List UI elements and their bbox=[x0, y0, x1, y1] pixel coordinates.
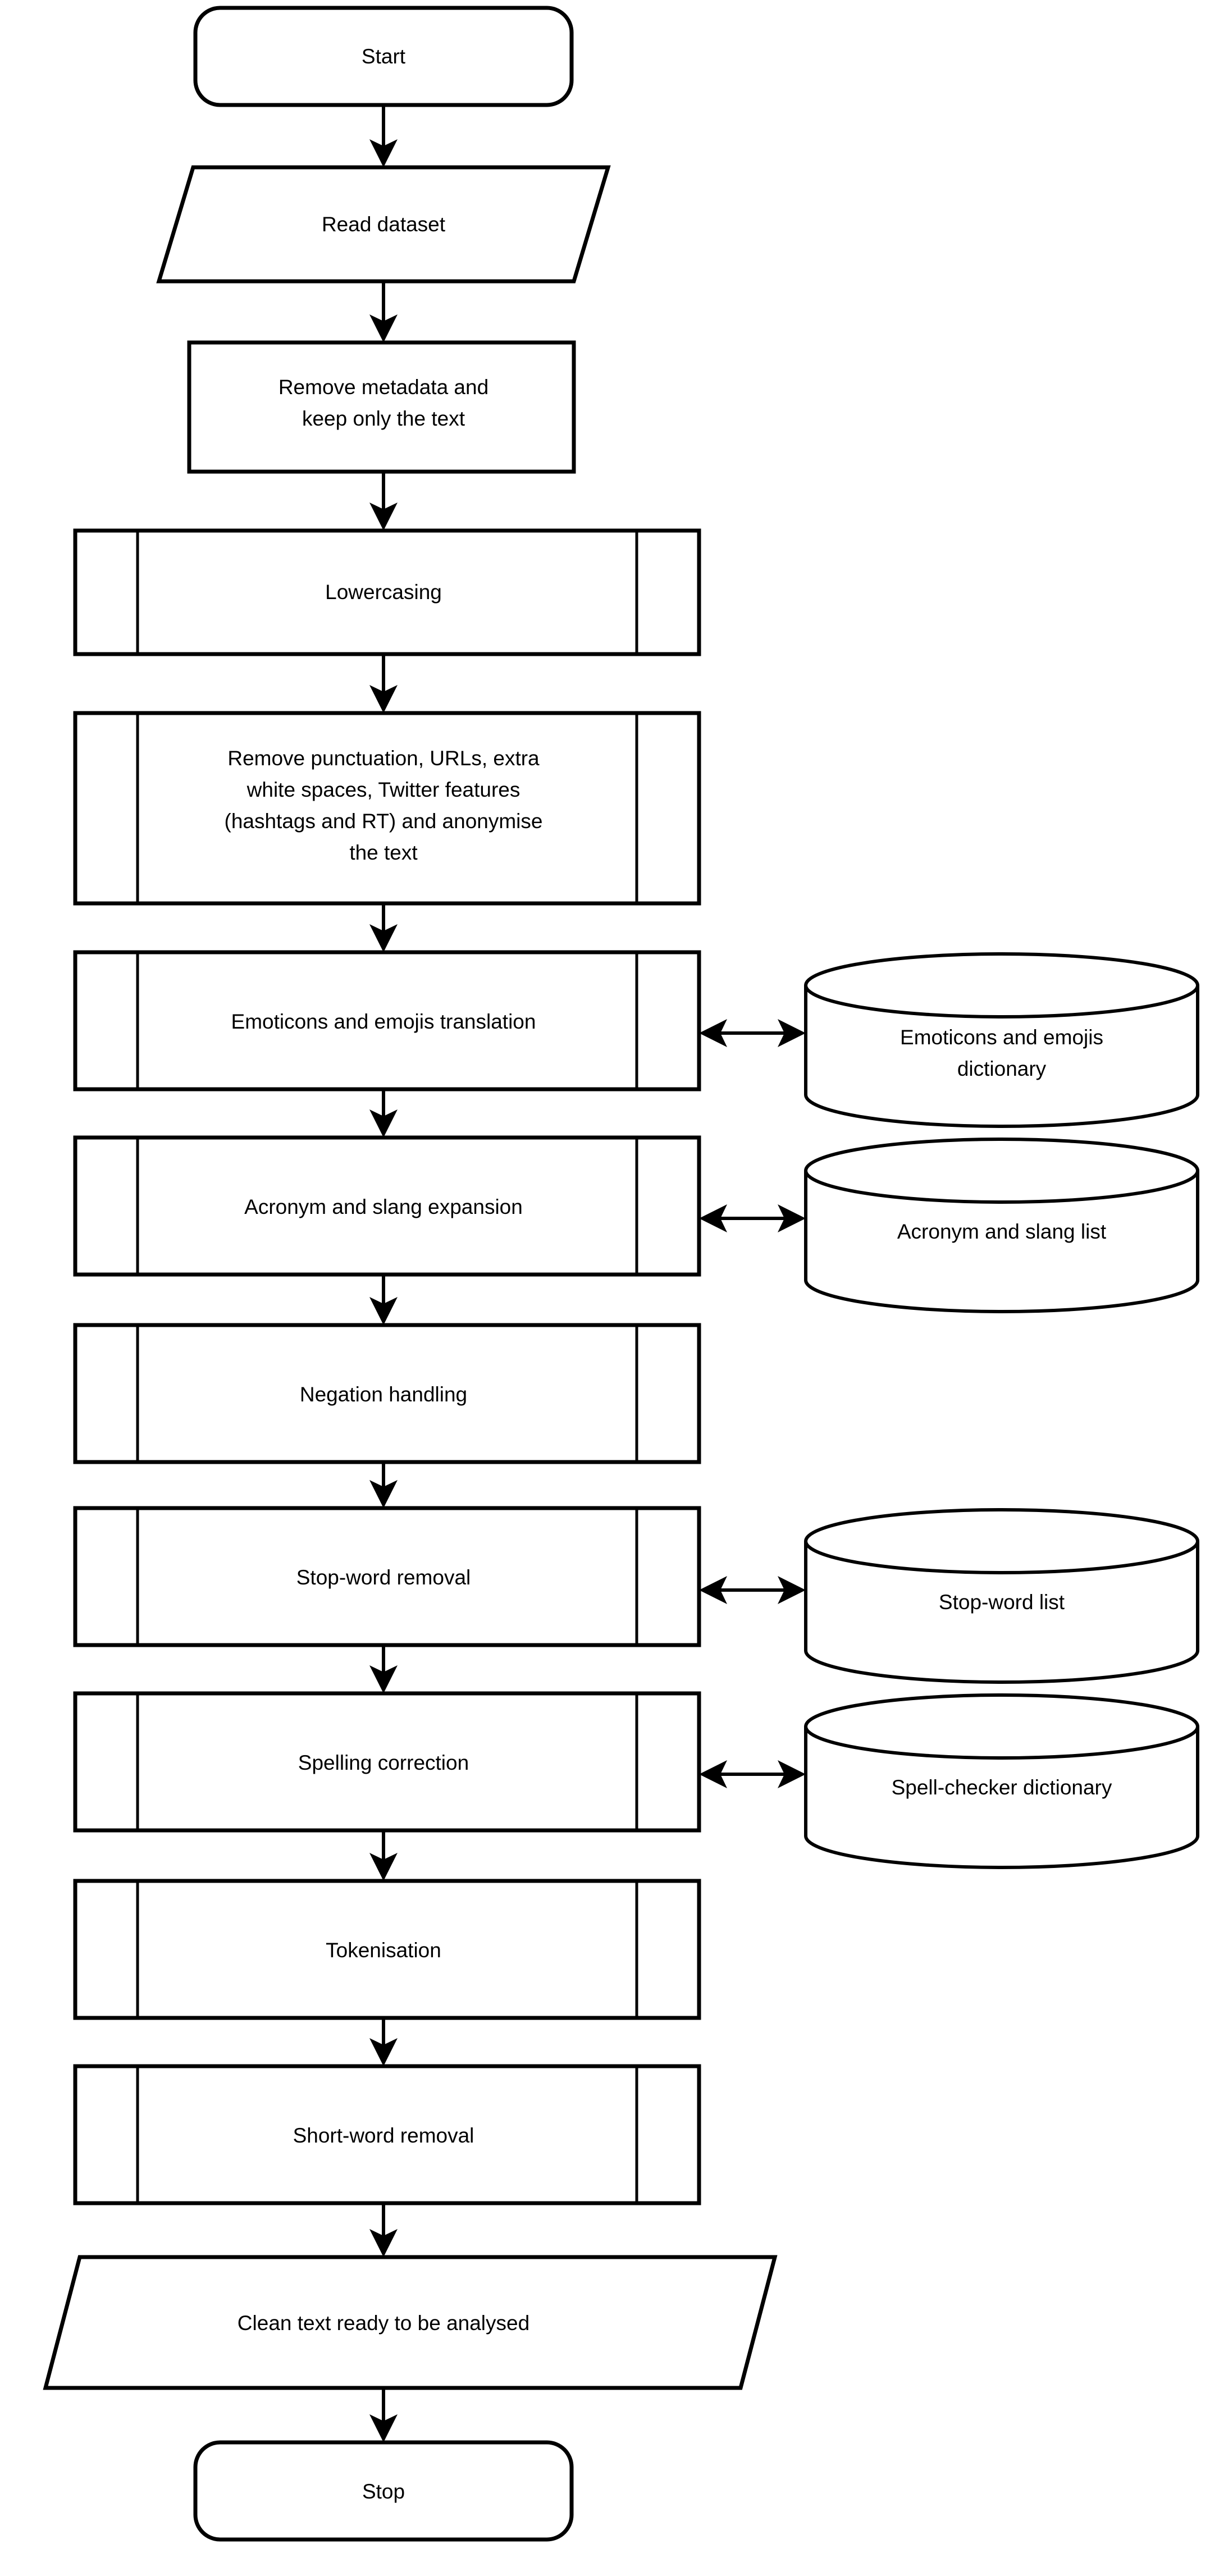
start-label: Start bbox=[362, 45, 406, 68]
emoticon-dictionary-label-line1: Emoticons and emojis bbox=[900, 1026, 1103, 1049]
clean-text-shape bbox=[43, 2255, 778, 2390]
emoticons-shape bbox=[73, 950, 701, 1091]
node-spelling-correction[interactable]: Spelling correction bbox=[73, 1691, 701, 1833]
node-acronym-expansion[interactable]: Acronym and slang expansion bbox=[73, 1135, 701, 1277]
node-stop[interactable]: Stop bbox=[193, 2440, 574, 2542]
emoticon-dictionary-label-line2: dictionary bbox=[957, 1057, 1047, 1080]
node-negation-handling[interactable]: Negation handling bbox=[73, 1323, 701, 1464]
edge-shortword-to-clean-text bbox=[369, 2203, 398, 2257]
spelling-shape bbox=[73, 1691, 701, 1833]
edge-negation-to-stopword bbox=[369, 1462, 398, 1508]
spelling-label: Spelling correction bbox=[298, 1751, 469, 1774]
lowercasing-label: Lowercasing bbox=[325, 581, 442, 604]
edge-remove-metadata-to-lowercasing bbox=[369, 472, 398, 531]
remove-punctuation-label-line2: white spaces, Twitter features bbox=[246, 778, 520, 801]
remove-punctuation-label-line4: the text bbox=[349, 841, 418, 864]
negation-label: Negation handling bbox=[300, 1383, 467, 1406]
datastore-stopword-list[interactable]: Stop-word list bbox=[804, 1508, 1199, 1684]
negation-shape bbox=[73, 1323, 701, 1464]
remove-metadata-shape bbox=[187, 340, 576, 474]
tokenisation-label: Tokenisation bbox=[326, 1939, 441, 1962]
stop-shape bbox=[193, 2440, 574, 2542]
read-dataset-label: Read dataset bbox=[322, 213, 446, 236]
stopword-shape bbox=[73, 1506, 701, 1647]
edge-stopword-to-stopword-list bbox=[699, 1576, 806, 1604]
clean-text-label: Clean text ready to be analysed bbox=[238, 2312, 529, 2335]
edge-spelling-to-spellchecker-dict bbox=[699, 1760, 806, 1788]
stopword-label: Stop-word removal bbox=[296, 1566, 471, 1589]
datastore-spellchecker-dictionary[interactable]: Spell-checker dictionary bbox=[804, 1693, 1199, 1869]
edge-stopword-to-spelling bbox=[369, 1645, 398, 1693]
read-dataset-shape bbox=[156, 165, 611, 284]
tokenisation-shape bbox=[73, 1879, 701, 2020]
edge-acronym-to-acronym-list bbox=[699, 1204, 806, 1232]
edge-read-dataset-to-remove-metadata bbox=[369, 281, 398, 342]
remove-metadata-label-line2: keep only the text bbox=[302, 407, 465, 430]
node-tokenisation[interactable]: Tokenisation bbox=[73, 1879, 701, 2020]
edge-clean-text-to-stop bbox=[369, 2388, 398, 2442]
stop-label: Stop bbox=[362, 2480, 405, 2503]
edge-tokenisation-to-shortword bbox=[369, 2018, 398, 2066]
remove-punctuation-shape bbox=[73, 711, 701, 906]
shortword-label: Short-word removal bbox=[293, 2124, 474, 2147]
remove-punctuation-label-line3: (hashtags and RT) and anonymise bbox=[225, 810, 543, 833]
edge-spelling-to-tokenisation bbox=[369, 1830, 398, 1881]
node-read-dataset[interactable]: Read dataset bbox=[156, 165, 611, 284]
node-lowercasing[interactable]: Lowercasing bbox=[73, 528, 701, 656]
edge-start-to-read-dataset bbox=[369, 105, 398, 167]
stopword-list-top-ellipse bbox=[804, 1541, 1199, 1574]
datastore-emoticon-dictionary[interactable]: Emoticons and emojis dictionary bbox=[804, 952, 1199, 1128]
emoticons-label: Emoticons and emojis translation bbox=[231, 1010, 536, 1033]
edge-lowercasing-to-remove-punctuation bbox=[369, 654, 398, 713]
acronym-label: Acronym and slang expansion bbox=[244, 1195, 523, 1218]
node-remove-metadata[interactable]: Remove metadata and keep only the text bbox=[187, 340, 576, 474]
acronym-shape bbox=[73, 1135, 701, 1277]
acronym-list-label: Acronym and slang list bbox=[897, 1220, 1107, 1243]
connector-layer bbox=[369, 105, 806, 2442]
node-stopword-removal[interactable]: Stop-word removal bbox=[73, 1506, 701, 1647]
lowercasing-shape bbox=[73, 528, 701, 656]
spellchecker-dictionary-top-ellipse bbox=[804, 1726, 1199, 1760]
edge-emoticons-to-emoticon-dict bbox=[699, 1019, 806, 1047]
acronym-list-top-ellipse bbox=[804, 1170, 1199, 1204]
edge-remove-punctuation-to-emoticons bbox=[369, 903, 398, 952]
node-emoticons-translation[interactable]: Emoticons and emojis translation bbox=[73, 950, 701, 1091]
node-start[interactable]: Start bbox=[193, 6, 574, 107]
edge-acronym-to-negation bbox=[369, 1275, 398, 1325]
node-shortword-removal[interactable]: Short-word removal bbox=[73, 2064, 701, 2205]
spellchecker-dictionary-label: Spell-checker dictionary bbox=[892, 1776, 1112, 1799]
datastore-acronym-list[interactable]: Acronym and slang list bbox=[804, 1138, 1199, 1313]
node-remove-punctuation[interactable]: Remove punctuation, URLs, extra white sp… bbox=[73, 711, 701, 906]
emoticon-dictionary-top-ellipse bbox=[804, 985, 1199, 1018]
node-clean-text[interactable]: Clean text ready to be analysed bbox=[43, 2255, 778, 2390]
edge-emoticons-to-acronym bbox=[369, 1089, 398, 1138]
remove-punctuation-label-line1: Remove punctuation, URLs, extra bbox=[227, 747, 540, 770]
start-shape bbox=[193, 6, 574, 107]
remove-metadata-label-line1: Remove metadata and bbox=[278, 376, 488, 399]
stopword-list-label: Stop-word list bbox=[939, 1591, 1065, 1614]
shortword-shape bbox=[73, 2064, 701, 2205]
